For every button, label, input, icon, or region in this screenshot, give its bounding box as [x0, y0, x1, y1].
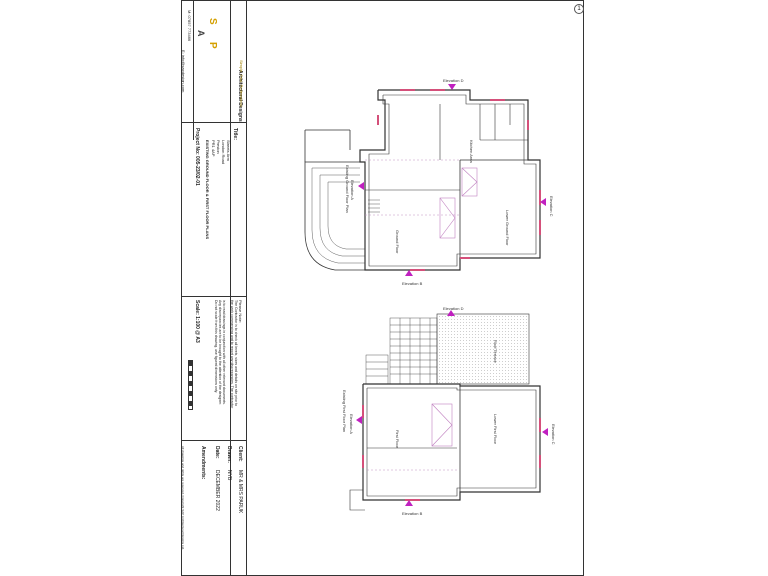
first-rooflight	[431, 403, 453, 447]
ground-room-label: Lower Ground Floor	[505, 210, 510, 246]
elevation-label: Elevation A	[350, 180, 355, 200]
first-floor-plan	[349, 313, 541, 511]
ground-windows	[377, 89, 541, 271]
first-elevation-markers	[356, 310, 548, 506]
tb-divider	[230, 0, 231, 576]
ground-floor-plan	[304, 89, 541, 271]
elevation-label: Elevation B	[402, 511, 423, 516]
elevation-marker	[358, 182, 364, 190]
first-outer-wall	[362, 383, 541, 501]
first-room-label: Lower First Floor	[493, 414, 498, 445]
first-room-label: Roof Terrace	[493, 340, 498, 364]
ground-curved-terrace	[304, 161, 365, 271]
sheet-number: 1	[574, 4, 584, 14]
elevation-marker	[356, 416, 362, 424]
ground-curved-terrace	[327, 181, 365, 250]
roof-terrace	[436, 313, 530, 385]
tb-divider	[181, 122, 247, 123]
tb-divider	[193, 0, 194, 140]
ground-rooflights	[439, 167, 478, 239]
ground-inner-wall	[368, 94, 537, 267]
first-room-label: First Floor	[395, 430, 400, 449]
elevation-marker	[542, 428, 548, 436]
ground-room-label: Kitchen Area	[469, 140, 474, 163]
first-plan-title: Existing First Floor Plan	[342, 390, 347, 432]
deck-boards	[389, 317, 438, 385]
ground-outer-wall	[359, 89, 541, 271]
tb-divider	[181, 296, 247, 297]
ground-elevation-markers	[358, 84, 546, 276]
elevation-marker	[540, 198, 546, 206]
elevation-label: Elevation C	[549, 196, 554, 217]
ground-room-label: Ground Floor	[395, 230, 400, 254]
ground-curved-terrace	[319, 174, 365, 257]
tb-divider	[181, 440, 247, 441]
ground-stairs	[368, 199, 380, 213]
ground-plan-title: Existing Ground Floor Plan	[345, 165, 350, 213]
elevation-label: Elevation C	[551, 424, 556, 445]
first-windows	[362, 405, 541, 501]
elevation-label: Elevation B	[402, 281, 423, 286]
elevation-label: Elevation A	[349, 414, 354, 434]
elevation-label: Elevation D	[443, 78, 464, 83]
title-block	[181, 0, 247, 576]
elevation-marker	[447, 310, 455, 316]
first-inner-wall	[366, 387, 537, 497]
elevation-marker	[405, 500, 413, 506]
ground-curved-terrace	[311, 167, 365, 264]
elevation-marker	[448, 84, 456, 90]
scale-bar	[188, 360, 193, 410]
first-stairs	[365, 354, 389, 385]
drawing-sheet	[181, 0, 584, 576]
elevation-label: Elevation D	[443, 306, 464, 311]
elevation-marker	[405, 270, 413, 276]
first-terrace-outline	[349, 489, 365, 511]
